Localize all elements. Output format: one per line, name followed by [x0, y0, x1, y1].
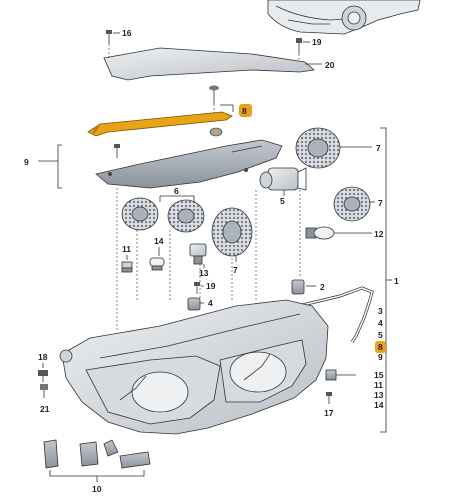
clip-15-icon: [325, 369, 337, 381]
callout-4-list: 4: [378, 318, 383, 328]
bracket-8-highlighted: [87, 111, 233, 137]
callout-4: 4: [208, 298, 213, 308]
clip-2-icon: [291, 279, 305, 295]
lamp-cap-6-right: [167, 199, 205, 233]
nut-8-icon: [209, 127, 223, 137]
callout-5-list: 5: [378, 330, 383, 340]
upper-cover-panel: [103, 47, 315, 81]
callout-6: 6: [174, 186, 179, 196]
lower-cover-panel: [95, 139, 283, 189]
screw-16-icon: [106, 30, 112, 44]
callout-18: 18: [38, 352, 48, 362]
bulb-11-icon: [121, 261, 133, 273]
callout-2: 2: [320, 282, 325, 292]
callout-14: 14: [154, 236, 164, 246]
callout-9: 9: [24, 157, 29, 167]
bulb-12-icon: [305, 226, 335, 240]
callout-8-top: 8: [242, 106, 247, 116]
clip-4-icon: [187, 297, 201, 311]
callout-13: 13: [199, 268, 209, 278]
screw-17-icon: [326, 392, 332, 404]
callout-1: 1: [394, 276, 399, 286]
screw-9-icon: [114, 144, 120, 158]
vehicle-front-icon: [267, 0, 421, 35]
screw-18-icon: [38, 370, 48, 382]
callout-7-top: 7: [376, 143, 381, 153]
repair-bracket-10-a: [43, 439, 59, 469]
socket-13-icon: [189, 243, 207, 265]
lamp-cap-6-left: [121, 197, 159, 231]
bulb-socket-5: [259, 167, 307, 191]
callout-20: 20: [325, 60, 335, 70]
callout-7-right: 7: [378, 198, 383, 208]
callout-10: 10: [92, 484, 102, 494]
repair-bracket-10-d: [119, 451, 151, 469]
screw-19-icon: [296, 38, 302, 54]
callout-7-mid: 7: [233, 265, 238, 275]
callout-3: 3: [378, 306, 383, 316]
lamp-cap-7-right: [333, 186, 371, 222]
screw-19-lower-icon: [194, 282, 200, 294]
repair-bracket-10-c: [103, 439, 119, 457]
callout-8-list: 8: [378, 342, 383, 352]
callout-5: 5: [280, 196, 285, 206]
callout-12: 12: [374, 229, 384, 239]
callout-21: 21: [40, 404, 50, 414]
callout-16: 16: [122, 28, 132, 38]
callout-11: 11: [122, 244, 131, 254]
seal-strip-3: [289, 286, 374, 343]
callout-15: 15: [374, 370, 384, 380]
callout-13-list: 13: [374, 390, 384, 400]
screw-8-icon: [209, 85, 219, 104]
lamp-cap-7-top: [295, 127, 341, 169]
bulb-14-icon: [149, 257, 165, 271]
callout-19-lower: 19: [206, 281, 216, 291]
repair-bracket-10-b: [79, 441, 99, 467]
lamp-cap-7-middle: [211, 207, 253, 257]
screw-21-icon: [40, 384, 48, 398]
callout-11-list: 11: [374, 380, 383, 390]
callout-9-list: 9: [378, 352, 383, 362]
callout-14-list: 14: [374, 400, 384, 410]
headlight-housing: [59, 299, 329, 435]
callout-19-top: 19: [312, 37, 322, 47]
callout-17: 17: [324, 408, 334, 418]
